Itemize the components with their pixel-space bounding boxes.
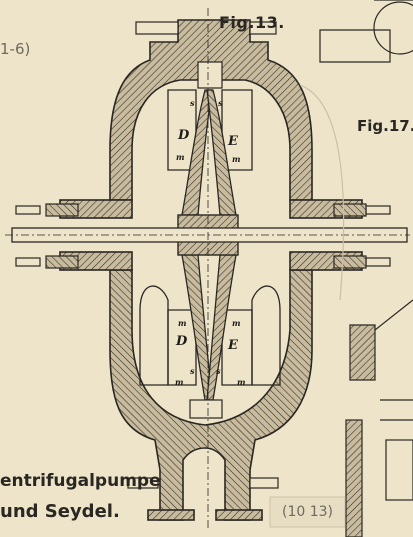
part-s-1: s [190, 98, 195, 108]
top-boss [197, 61, 223, 89]
ref-bottom-right: (10 13) [282, 504, 334, 520]
part-m-5: m [175, 377, 184, 387]
flange-bolts [15, 21, 391, 489]
part-d-upper: D [178, 128, 190, 143]
part-m-2: m [232, 154, 241, 164]
shaft [5, 227, 410, 243]
caption-line-1: entrifugalpumpe [0, 471, 161, 491]
part-s-4: s [216, 366, 221, 376]
part-m-6: m [237, 377, 246, 387]
figure-label: Fig.13. [219, 13, 285, 32]
part-s-2: s [218, 98, 223, 108]
ref-top-left: 1-6) [0, 40, 31, 58]
part-e-upper: E [228, 134, 238, 149]
bottom-boss [189, 399, 223, 419]
caption-line-2: und Seydel. [0, 501, 120, 522]
label-box [269, 496, 346, 528]
part-m-3: m [178, 318, 187, 328]
part-s-3: s [190, 366, 195, 376]
part-m-1: m [176, 152, 185, 162]
part-m-4: m [232, 318, 241, 328]
adjacent-figure-17 [299, 0, 413, 537]
side-figure-label: Fig.17. [357, 117, 413, 135]
impeller-chambers [139, 89, 281, 401]
part-d-lower: D [176, 334, 188, 349]
part-e-lower: E [228, 338, 238, 353]
